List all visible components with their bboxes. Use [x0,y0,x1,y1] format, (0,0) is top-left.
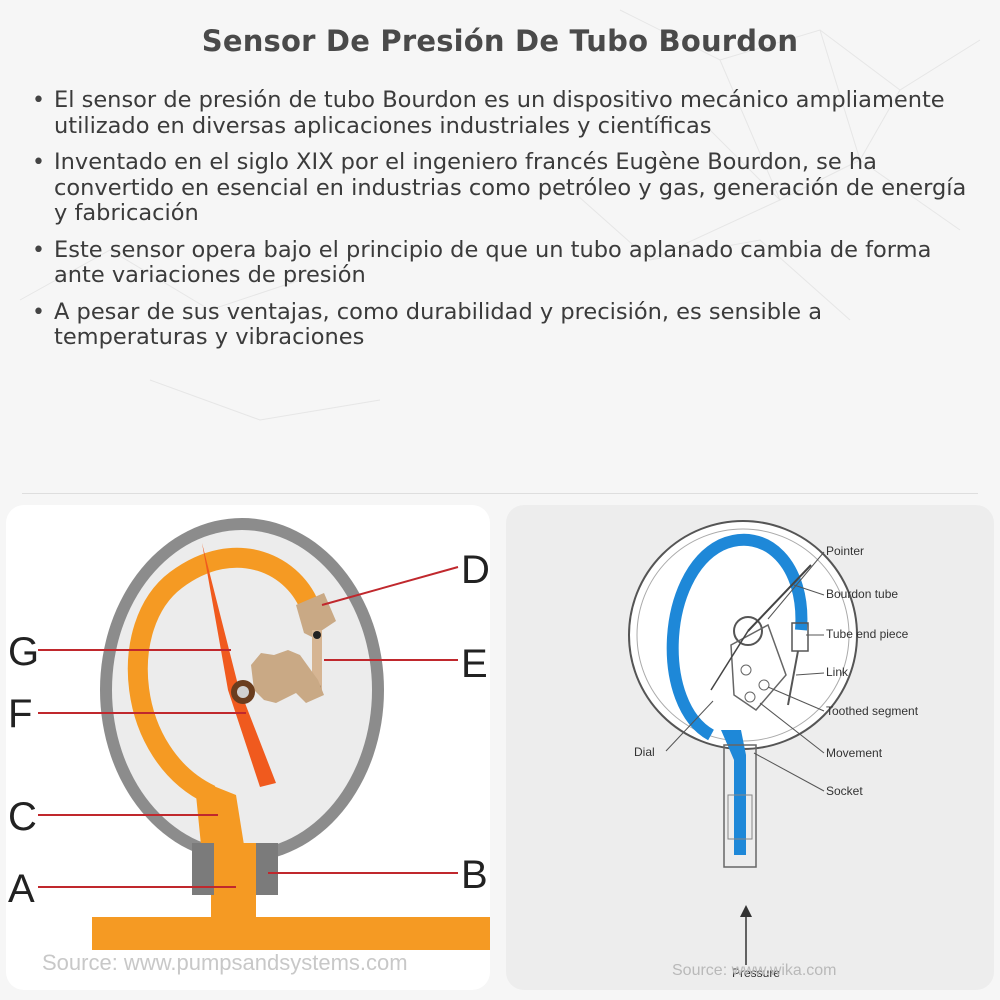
background-network-pattern [19,9,981,421]
leader-dial [665,700,714,752]
link [312,630,322,690]
bullet-item: • A pesar de sus ventajas, como durabili… [32,298,982,351]
bullet-list: • El sensor de presión de tubo Bourdon e… [32,87,982,362]
bourdon-diagram-named: Pointer Bourdon tube Tube end piece Link… [506,505,994,990]
bullet-item: • Este sensor opera bajo el principio de… [32,236,982,289]
bourdon-tube-blue [666,534,808,741]
pressure-arrow-head [740,905,752,917]
leader-toothed-segment [767,686,825,712]
section-divider [22,493,978,494]
bullet-marker: • [32,237,45,263]
socket-stem [214,843,256,923]
label-f: F [8,692,32,736]
label-bourdon-tube: Bourdon tube [826,587,898,601]
leader-bourdon-tube [793,584,825,596]
socket-collar-left [192,843,214,895]
socket-body-outline [723,744,757,868]
label-e: E [461,642,488,686]
leader-movement [759,702,825,754]
label-pressure: Pressure [732,966,780,980]
leader-socket [753,752,825,792]
bullet-item: • Inventado en el siglo XIX por el ingen… [32,149,982,227]
callout-line-d [321,566,459,606]
socket-blue-channel [721,730,746,855]
bullet-marker: • [32,150,45,175]
label-d: D [461,548,490,592]
lettered-diagram-svg: D E G F C B A [8,518,490,950]
pointer-line [747,564,812,632]
movement-screw-3 [744,691,756,703]
movement-screw-2 [758,679,770,691]
bullet-text: Inventado en el siglo XIX por el ingenie… [54,149,967,226]
source-credit-right: Source: www.wika.com [672,962,837,979]
movement-center [733,616,763,646]
source-credit-left: Source: www.pumpsandsystems.com [42,950,408,975]
toothed-segment [251,650,324,703]
movement-screw-1 [740,664,752,676]
tube-end-piece-shape [791,622,809,652]
pointer-tail [710,630,749,691]
named-diagram-svg: Pointer Bourdon tube Tube end piece Link… [628,520,919,980]
bullet-item: • El sensor de presión de tubo Bourdon e… [32,87,982,139]
bullet-text: Este sensor opera bajo el principio de q… [54,236,932,288]
bullet-marker: • [32,88,45,113]
label-link: Link [826,665,849,679]
bourdon-diagram-lettered: D E G F C B A Source: www.pumpsandsystem… [6,505,490,990]
bullet-marker: • [32,299,45,325]
label-movement: Movement [826,746,883,760]
label-pointer: Pointer [826,544,864,558]
label-dial: Dial [634,745,655,759]
link-pin-top [313,631,321,639]
movement-plate [730,623,787,711]
socket-thread [727,794,753,840]
bullet-text: El sensor de presión de tubo Bourdon es … [54,87,945,139]
label-a: A [8,867,35,911]
page-title: Sensor De Presión De Tubo Bourdon [201,24,799,58]
bourdon-tube [127,547,321,805]
pinion-center [237,686,249,698]
label-toothed-segment: Toothed segment [826,704,919,718]
label-socket: Socket [826,784,863,798]
leader-link [795,672,825,676]
bullet-text: A pesar de sus ventajas, como durabilida… [54,298,823,350]
socket-body [92,785,490,950]
label-tube-end-piece: Tube end piece [826,627,909,641]
label-g: G [8,630,39,674]
label-c: C [8,795,37,839]
label-b: B [461,853,488,897]
socket-collar-right [256,843,278,895]
